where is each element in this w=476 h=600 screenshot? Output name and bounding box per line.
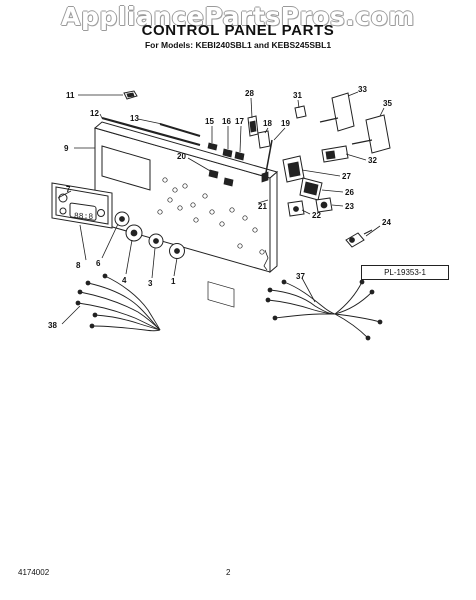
- callout-21: 21: [258, 202, 267, 211]
- callout-37: 37: [296, 272, 305, 281]
- part-26-thermostat: [299, 177, 323, 201]
- callout-18: 18: [263, 119, 272, 128]
- part-8-control-overlay: 88:8: [51, 182, 113, 229]
- callout-32: 32: [368, 156, 377, 165]
- part-12-rod: [101, 116, 201, 147]
- part-27-switch: [282, 155, 305, 183]
- callout-19: 19: [281, 119, 290, 128]
- plate-number-label: PL-19353-1: [361, 265, 449, 280]
- document-number: 4174002: [18, 568, 50, 577]
- part-16-spacer: [222, 148, 233, 158]
- part-22-switch: [287, 200, 305, 217]
- part-32-connector: [321, 145, 349, 163]
- part-4-knob: [125, 224, 143, 242]
- callout-1: 1: [171, 277, 176, 286]
- part-9-control-panel: [93, 121, 279, 308]
- callout-38: 38: [48, 321, 57, 330]
- diagram-subtitle: For Models: KEBI240SBL1 and KEBS245SBL1: [144, 40, 332, 50]
- page-number: 2: [226, 568, 231, 577]
- callout-4: 4: [122, 276, 127, 285]
- display-readout: 88:8: [74, 212, 93, 222]
- part-3-knob: [148, 233, 164, 249]
- part-24-bulb: [345, 229, 373, 248]
- callout-20: 20: [177, 152, 186, 161]
- part-13-rod: [159, 123, 201, 137]
- part-17-spacer: [234, 151, 245, 161]
- part-23-switch: [315, 197, 333, 213]
- part-38-wire-harness: [75, 273, 161, 332]
- callout-16: 16: [222, 117, 231, 126]
- part-11-clip: [123, 90, 138, 100]
- callout-9: 9: [64, 144, 69, 153]
- part-31-connector: [294, 105, 307, 119]
- part-1-knob: [169, 243, 185, 259]
- part-37-wire-harness: [265, 279, 383, 341]
- callout-26: 26: [345, 188, 354, 197]
- callout-33: 33: [358, 85, 367, 94]
- callout-6: 6: [96, 259, 101, 268]
- callout-31: 31: [293, 91, 302, 100]
- part-28-switch: [247, 115, 259, 137]
- part-15-spacer: [207, 142, 218, 151]
- callout-23: 23: [345, 202, 354, 211]
- callout-12: 12: [90, 109, 99, 118]
- callout-35: 35: [383, 99, 392, 108]
- callout-8: 8: [76, 261, 81, 270]
- callout-13: 13: [130, 114, 139, 123]
- callout-22: 22: [312, 211, 321, 220]
- part-19-actuator: [261, 139, 273, 183]
- leader-lines: [57, 91, 385, 325]
- callout-27: 27: [342, 172, 351, 181]
- part-35-relay: [351, 114, 391, 154]
- callout-11: 11: [66, 91, 75, 100]
- callout-17: 17: [235, 117, 244, 126]
- callout-labels: 11 12 13 9 15 16 17 28 18 31 19 33 35 20…: [48, 85, 392, 330]
- part-6-knob: [114, 211, 130, 227]
- callout-24: 24: [382, 218, 391, 227]
- watermark: AppliancePartsPros.com: [61, 2, 415, 31]
- part-18-switch: [257, 130, 271, 149]
- panel-mounting-holes: [157, 177, 265, 255]
- callout-15: 15: [205, 117, 214, 126]
- callout-3: 3: [148, 279, 153, 288]
- callout-7: 7: [66, 185, 71, 194]
- callout-28: 28: [245, 89, 254, 98]
- diagram-title: CONTROL PANEL PARTS: [141, 22, 335, 39]
- part-33-relay: [319, 92, 355, 132]
